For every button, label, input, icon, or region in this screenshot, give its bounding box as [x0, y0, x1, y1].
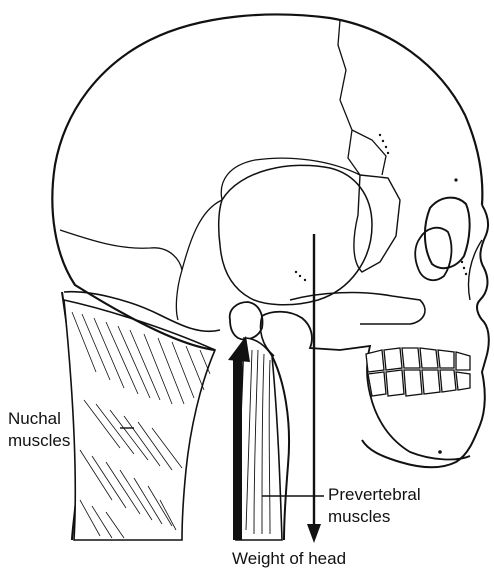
prevertebral-label-line2: muscles [328, 507, 390, 526]
weight-of-head-label: Weight of head [232, 549, 346, 568]
nose-outline [469, 240, 483, 300]
teeth [366, 348, 470, 396]
nuchal-muscles [64, 300, 215, 540]
nuchal-label-line2: muscles [8, 431, 70, 450]
sphenoid-region [354, 175, 400, 272]
temporal-bone [219, 165, 372, 304]
nuchal-label-line1: Nuchal [8, 409, 61, 428]
orbit [415, 198, 469, 281]
zygomatic-arch [290, 293, 425, 324]
prevertebral-label-line1: Prevertebral [328, 485, 421, 504]
prevertebral-muscles [236, 338, 282, 540]
mastoid-process [230, 302, 263, 340]
